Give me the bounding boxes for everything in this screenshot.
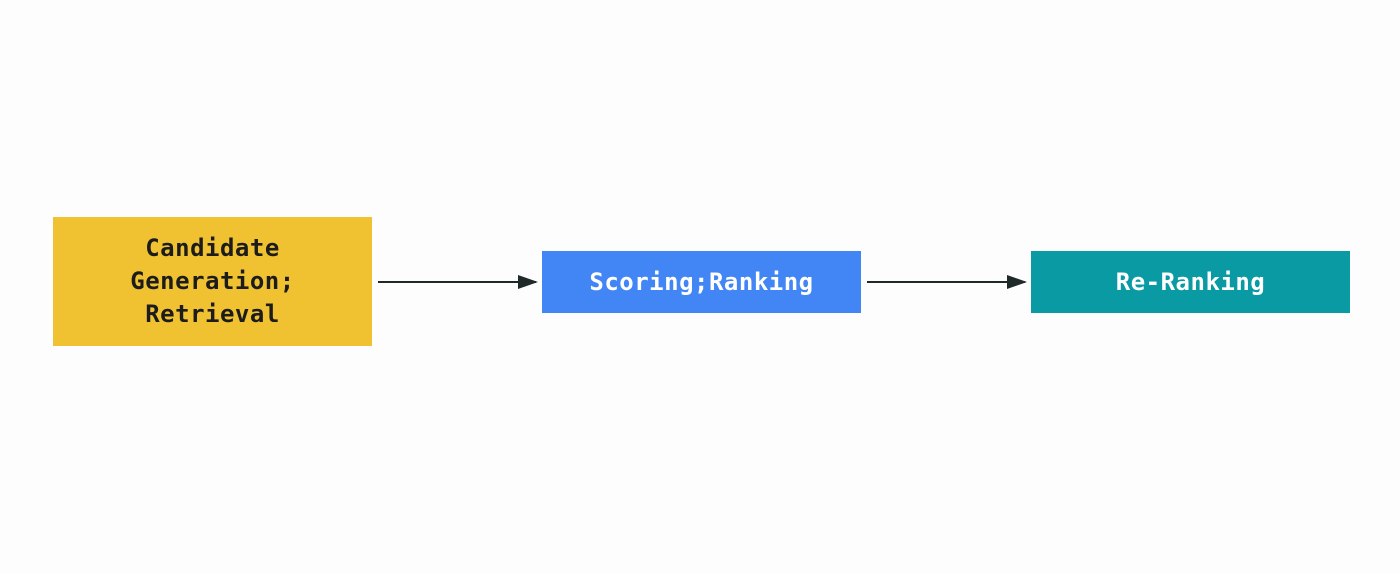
node-scoring-ranking: Scoring;Ranking	[542, 251, 861, 313]
node-label-line: Re-Ranking	[1115, 267, 1266, 296]
node-label-line: Candidate	[145, 234, 280, 262]
node-label-line: Generation;	[130, 267, 295, 295]
node-candidate-generation: Candidate Generation; Retrieval	[53, 217, 372, 346]
node-label-line: Scoring;Ranking	[589, 267, 814, 296]
node-label-line: Retrieval	[145, 300, 280, 328]
node-re-ranking: Re-Ranking	[1031, 251, 1350, 313]
